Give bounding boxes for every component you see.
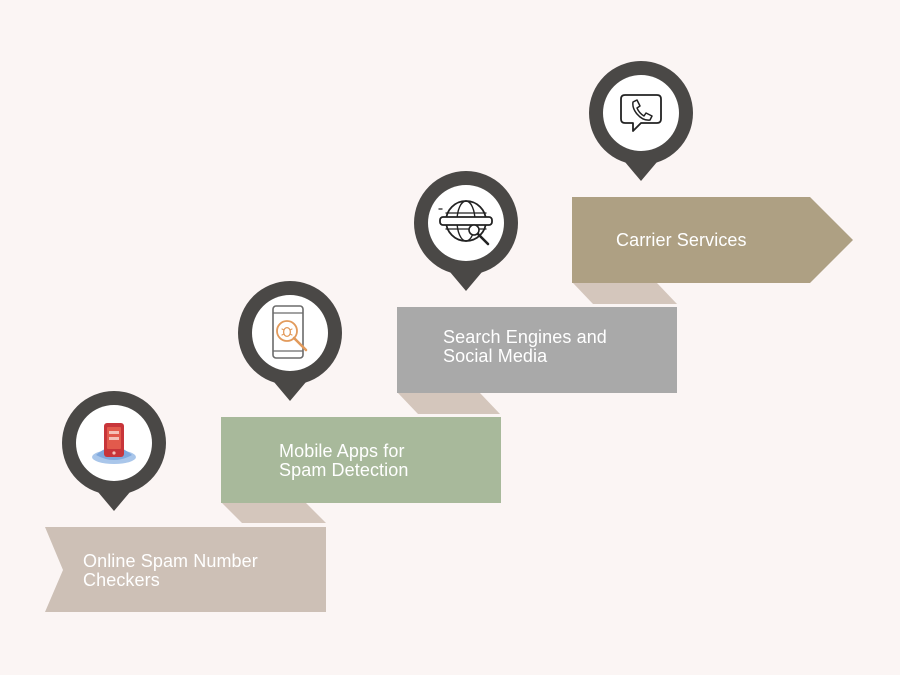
phone-bug-magnifier-icon <box>272 305 308 359</box>
step-4-label: Carrier Services <box>616 230 747 250</box>
step-4-marker <box>589 61 693 181</box>
phone-alert-icon <box>92 423 136 464</box>
step-3-marker <box>414 171 518 291</box>
step-1-ribbon <box>45 527 326 612</box>
phone-chat-icon <box>620 94 662 132</box>
step-3-label: Search Engines and Social Media <box>443 327 607 366</box>
step-1-label: Online Spam Number Checkers <box>83 551 258 590</box>
connector-3-4 <box>573 283 677 304</box>
step-4-ribbon <box>572 197 853 283</box>
step-2-label: Mobile Apps for Spam Detection <box>279 441 409 480</box>
connector-2-3 <box>398 393 500 414</box>
step-2-ribbon <box>221 417 501 503</box>
step-1-marker <box>62 391 166 511</box>
step-3-ribbon <box>397 307 677 393</box>
globe-search-icon <box>438 200 493 246</box>
step-2-marker <box>238 281 342 401</box>
connector-1-2 <box>222 503 326 523</box>
